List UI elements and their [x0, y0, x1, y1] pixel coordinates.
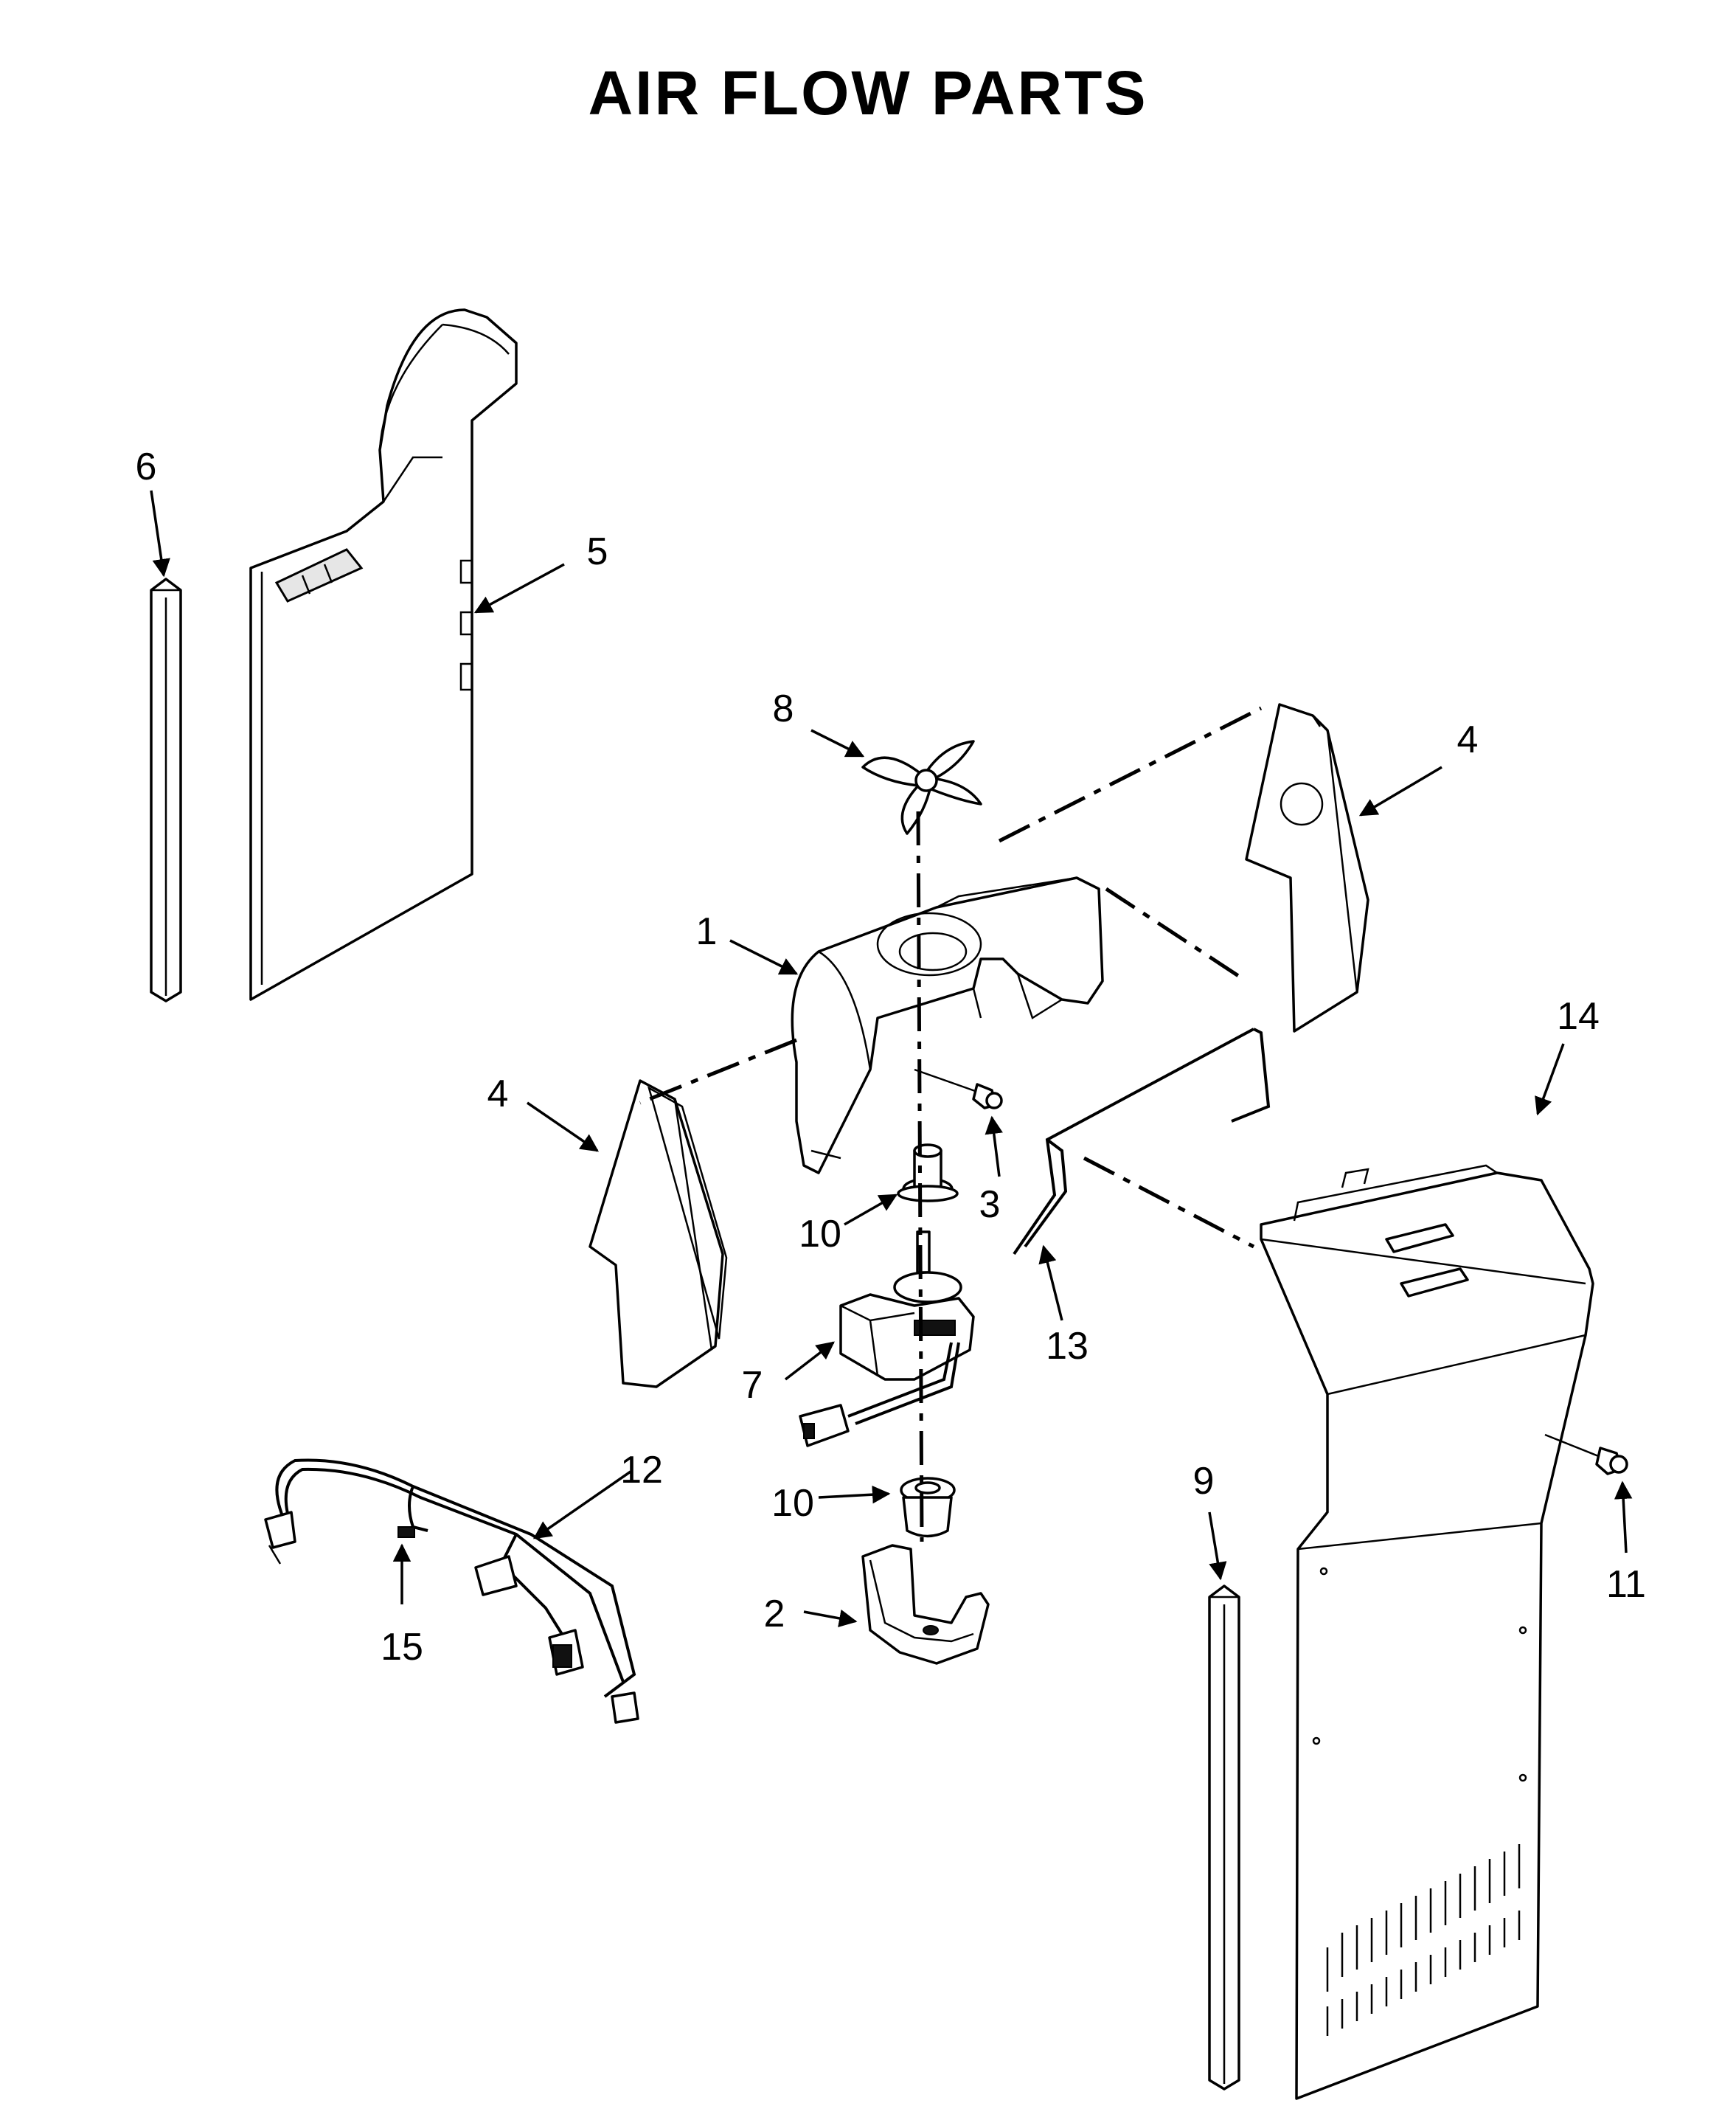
part-14-rear-cover-panel [1260, 1164, 1594, 2100]
callout-12: 12 [620, 1449, 663, 1492]
callout-labels: 6 5 8 4 1 14 4 3 10 13 7 12 9 10 2 11 15 [136, 446, 1646, 1669]
callout-6: 6 [136, 446, 157, 488]
part-3-screw [914, 1068, 1003, 1109]
callout-11: 11 [1606, 1563, 1646, 1606]
part-11-screw [1544, 1433, 1628, 1475]
part-12-wire-harness [264, 1458, 639, 1724]
callout-14: 14 [1557, 995, 1600, 1038]
diagram-title: AIR FLOW PARTS [588, 58, 1148, 128]
callout-7: 7 [742, 1364, 763, 1407]
part-6-foam-strip [150, 578, 182, 1002]
part-5-air-duct-panel [249, 308, 518, 1001]
part-1-fan-housing [791, 876, 1104, 1174]
assembly-lines [639, 706, 1263, 1542]
callout-13: 13 [1046, 1325, 1089, 1368]
callout-8: 8 [773, 687, 794, 730]
callout-4-left: 4 [487, 1073, 509, 1115]
callout-10-upper: 10 [799, 1213, 841, 1255]
callout-4-right: 4 [1457, 718, 1479, 761]
part-10-bushing-lower [900, 1477, 956, 1538]
part-9-foam-strip [1208, 1584, 1240, 2091]
callout-15: 15 [381, 1626, 423, 1669]
part-4-baffle-right [1245, 703, 1369, 1033]
callout-3: 3 [979, 1183, 1001, 1226]
callout-2: 2 [764, 1593, 785, 1635]
leader-arrows [150, 490, 1633, 1628]
part-8-fan-blade [861, 740, 982, 835]
part-13-wire-bracket [1013, 1028, 1271, 1255]
callout-10-lower: 10 [771, 1482, 814, 1525]
part-2-motor-bracket [861, 1544, 990, 1665]
part-4-baffle-left [588, 1079, 728, 1388]
callout-5: 5 [587, 530, 608, 573]
part-7-fan-motor [799, 1230, 975, 1447]
part-10-bushing-upper [897, 1143, 959, 1202]
callout-1: 1 [696, 910, 718, 953]
callout-9: 9 [1193, 1460, 1215, 1503]
